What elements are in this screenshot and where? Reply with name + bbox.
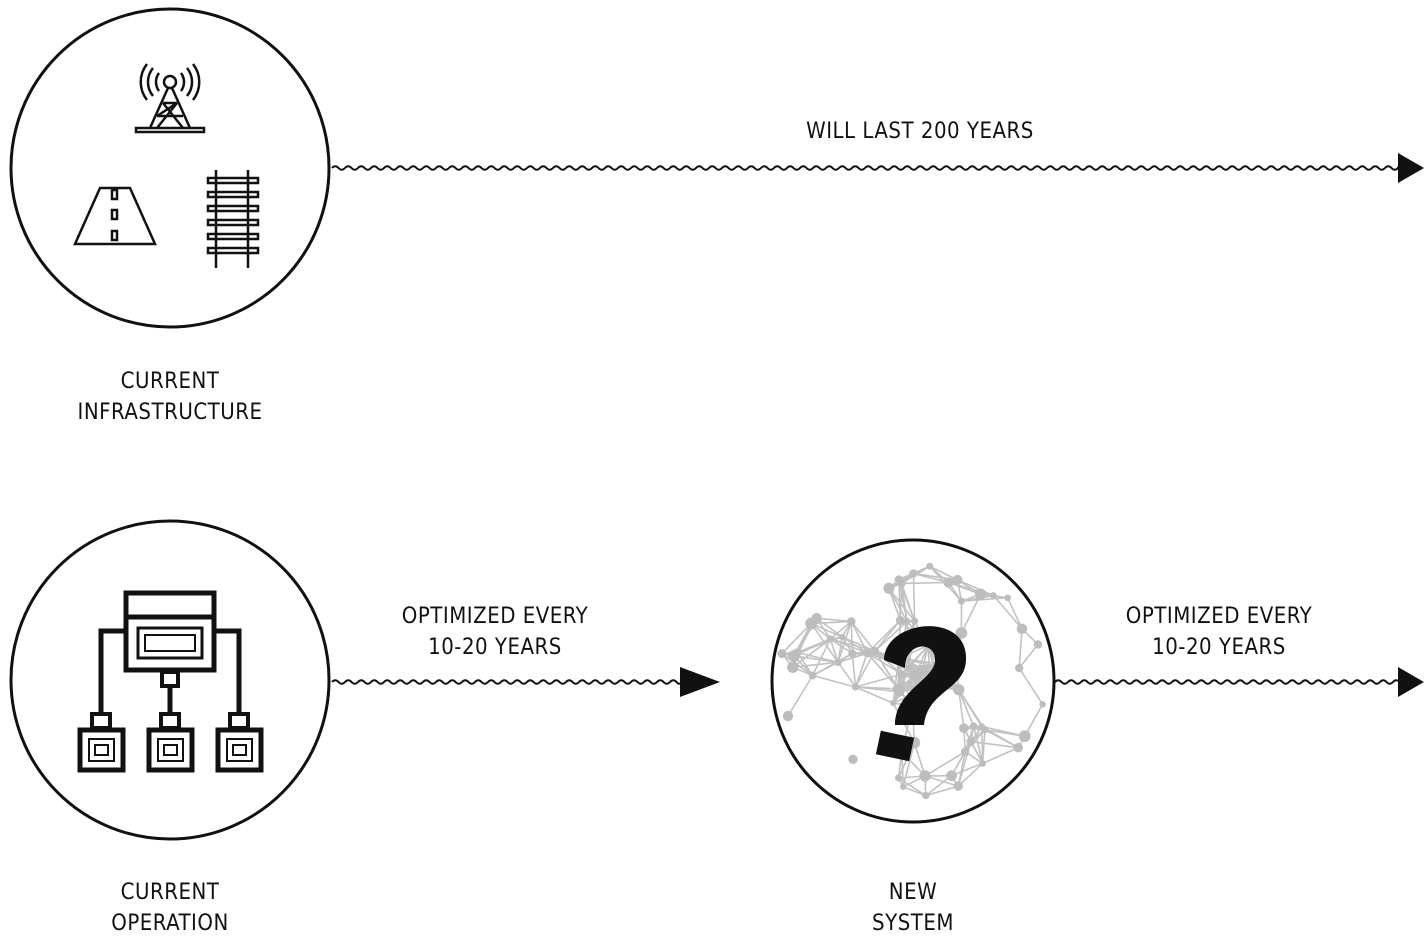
infrastructure-node: [11, 9, 329, 327]
network-node: [852, 683, 859, 690]
radio-tower-icon: [136, 64, 204, 132]
arrow-label-200-years: WILL LAST 200 YEARS: [780, 116, 1060, 147]
network-node: [906, 665, 912, 671]
current-operation-label: CURRENT OPERATION: [40, 877, 300, 939]
operation-node: [11, 521, 329, 839]
network-node: [961, 747, 969, 755]
network-node: [893, 683, 904, 694]
network-node: [827, 635, 834, 642]
network-link: [855, 687, 898, 689]
network-link: [851, 622, 852, 654]
network-link: [788, 675, 813, 716]
arrow-new-system-onward: [1055, 667, 1424, 697]
network-link: [1019, 629, 1022, 668]
network-node: [1004, 595, 1011, 602]
arrow-label-optimized-right: OPTIMIZED EVERY 10-20 YEARS: [1094, 601, 1344, 663]
arrow-head: [1398, 153, 1424, 183]
network-node: [911, 618, 918, 625]
network-node: [898, 670, 906, 678]
network-node: [910, 670, 920, 680]
network-node: [979, 723, 986, 730]
hierarchy-network-icon: [80, 593, 261, 770]
network-node: [883, 583, 894, 594]
network-node: [848, 649, 856, 657]
network-node: [958, 597, 965, 604]
wavy-connector: [332, 680, 682, 684]
network-node: [975, 589, 986, 600]
arrow-label-optimized-left: OPTIMIZED EVERY 10-20 YEARS: [370, 601, 620, 663]
network-node: [926, 563, 933, 570]
network-node: [848, 755, 857, 764]
network-node: [943, 577, 953, 587]
network-node: [896, 616, 905, 625]
network-node: [900, 784, 906, 790]
current-infrastructure-label: CURRENT INFRASTRUCTURE: [40, 366, 300, 428]
wavy-connector: [332, 166, 1400, 170]
arrow-head: [1398, 667, 1424, 697]
network-link: [1019, 668, 1042, 704]
wavy-connector: [1055, 680, 1400, 684]
new-system-label: NEW SYSTEM: [783, 877, 1043, 939]
network-node: [863, 648, 872, 657]
network-node: [946, 770, 957, 781]
network-node: [788, 650, 800, 662]
network-node: [871, 647, 879, 655]
network-link: [1019, 644, 1038, 668]
network-node: [904, 618, 911, 625]
network-link: [983, 748, 1019, 764]
network-node: [777, 649, 786, 658]
network-link: [902, 582, 949, 583]
network-node: [890, 700, 896, 706]
arrow-operation-to-new-system: [332, 667, 720, 697]
network-node: [847, 617, 856, 626]
network-node: [895, 575, 903, 583]
network-node: [979, 760, 986, 767]
network-node: [990, 592, 997, 599]
network-node: [909, 569, 917, 577]
network-node: [783, 711, 793, 721]
question-mark-icon: [876, 626, 966, 761]
network-node: [970, 722, 978, 730]
network-node: [1039, 701, 1046, 708]
network-node: [895, 774, 902, 781]
network-node: [1034, 640, 1042, 648]
network-node: [953, 684, 964, 695]
network-node: [952, 575, 962, 585]
railway-track-icon: [208, 170, 258, 268]
network-node: [922, 792, 929, 799]
network-node: [954, 781, 963, 790]
network-node: [809, 672, 817, 680]
road-icon: [75, 188, 155, 244]
network-node: [919, 770, 930, 781]
network-node: [1015, 664, 1023, 672]
network-node: [1013, 743, 1023, 753]
arrow-200-years: [332, 153, 1424, 183]
infrastructure-circle: [11, 9, 329, 327]
network-link: [913, 574, 914, 622]
brain-network-icon: [777, 563, 1046, 799]
network-node: [839, 634, 845, 640]
network-node: [812, 613, 822, 623]
network-node: [1017, 624, 1027, 634]
operation-circle: [11, 521, 329, 839]
network-node: [787, 661, 798, 672]
network-node: [959, 723, 969, 733]
arrow-head: [680, 667, 720, 697]
network-node: [834, 659, 842, 667]
network-node: [967, 737, 976, 746]
network-node: [1019, 730, 1031, 742]
new-system-node: [772, 540, 1054, 822]
